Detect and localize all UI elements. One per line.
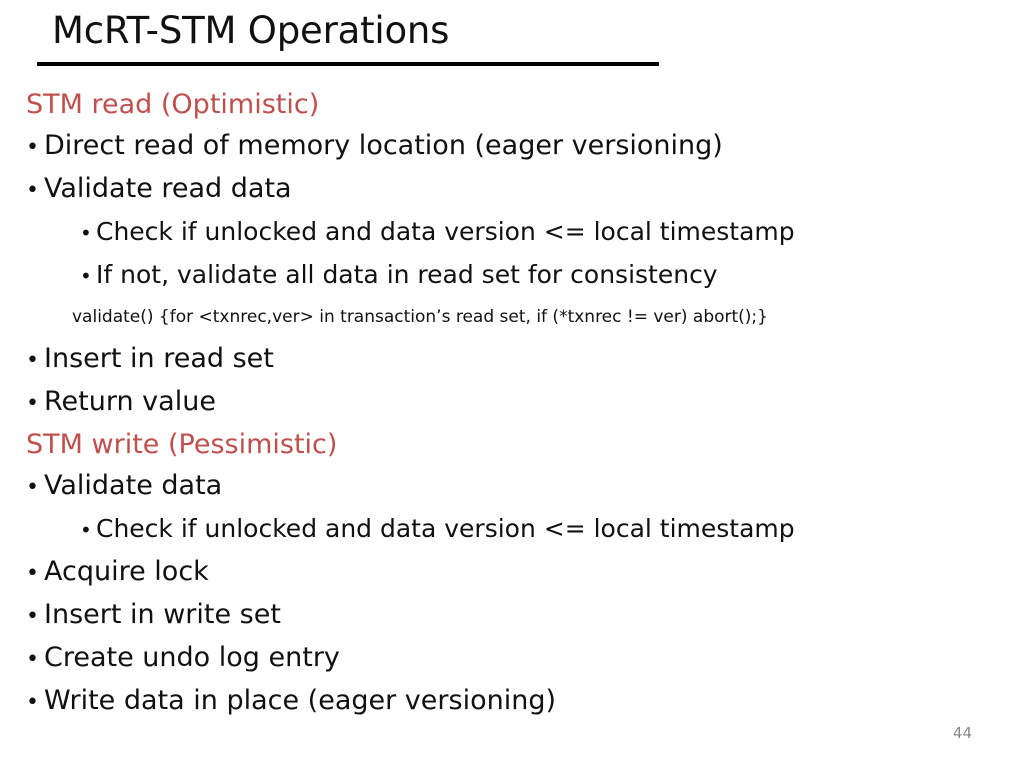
bullet-label: Insert in write set bbox=[44, 599, 281, 630]
bullet-item: •Create undo log entry bbox=[0, 637, 1024, 680]
bullet-glyph: • bbox=[26, 604, 39, 629]
bullet-glyph: • bbox=[26, 475, 39, 500]
sub-bullet-item: •Check if unlocked and data version <= l… bbox=[0, 508, 1024, 551]
sub-bullet-label: If not, validate all data in read set fo… bbox=[96, 260, 718, 289]
bullet-item: •Validate read data bbox=[0, 168, 1024, 211]
bullet-label: Validate data bbox=[44, 470, 223, 501]
bullet-glyph: • bbox=[80, 264, 92, 288]
sub-bullet-label: Check if unlocked and data version <= lo… bbox=[96, 217, 795, 246]
bullet-item: •Return value bbox=[0, 381, 1024, 424]
section-heading-stm-write: STM write (Pessimistic) bbox=[26, 429, 338, 460]
bullet-glyph: • bbox=[80, 221, 92, 245]
slide-body: STM read (Optimistic) •Direct read of me… bbox=[0, 84, 1024, 723]
bullet-glyph: • bbox=[26, 690, 39, 715]
sub-bullet-item: •If not, validate all data in read set f… bbox=[0, 254, 1024, 297]
page-number: 44 bbox=[952, 724, 972, 742]
bullet-glyph: • bbox=[26, 561, 39, 586]
bullet-label: Return value bbox=[44, 386, 216, 417]
bullet-glyph: • bbox=[26, 647, 39, 672]
bullet-glyph: • bbox=[26, 391, 39, 416]
sub-bullet-label: Check if unlocked and data version <= lo… bbox=[96, 514, 795, 543]
title-block: McRT-STM Operations bbox=[0, 8, 1024, 66]
bullet-item: •Direct read of memory location (eager v… bbox=[0, 125, 1024, 168]
bullet-item: •Acquire lock bbox=[0, 551, 1024, 594]
bullet-label: Acquire lock bbox=[44, 556, 209, 587]
bullet-item: •Validate data bbox=[0, 465, 1024, 508]
section-heading-stm-read: STM read (Optimistic) bbox=[26, 89, 320, 120]
bullet-glyph: • bbox=[80, 518, 92, 542]
sub-bullet-item: •Check if unlocked and data version <= l… bbox=[0, 211, 1024, 254]
bullet-label: Insert in read set bbox=[44, 343, 274, 374]
page-title: McRT-STM Operations bbox=[52, 9, 450, 52]
bullet-label: Validate read data bbox=[44, 173, 292, 204]
code-snippet-validate: validate() {for <txnrec,ver> in transact… bbox=[72, 307, 768, 327]
bullet-label: Write data in place (eager versioning) bbox=[44, 685, 556, 716]
bullet-item: •Insert in read set bbox=[0, 338, 1024, 381]
bullet-glyph: • bbox=[26, 348, 39, 373]
bullet-item: •Write data in place (eager versioning) bbox=[0, 680, 1024, 723]
bullet-label: Create undo log entry bbox=[44, 642, 340, 673]
bullet-item: •Insert in write set bbox=[0, 594, 1024, 637]
bullet-label: Direct read of memory location (eager ve… bbox=[44, 130, 723, 161]
bullet-glyph: • bbox=[26, 135, 39, 160]
bullet-glyph: • bbox=[26, 178, 39, 203]
title-underline-rule bbox=[37, 62, 659, 66]
